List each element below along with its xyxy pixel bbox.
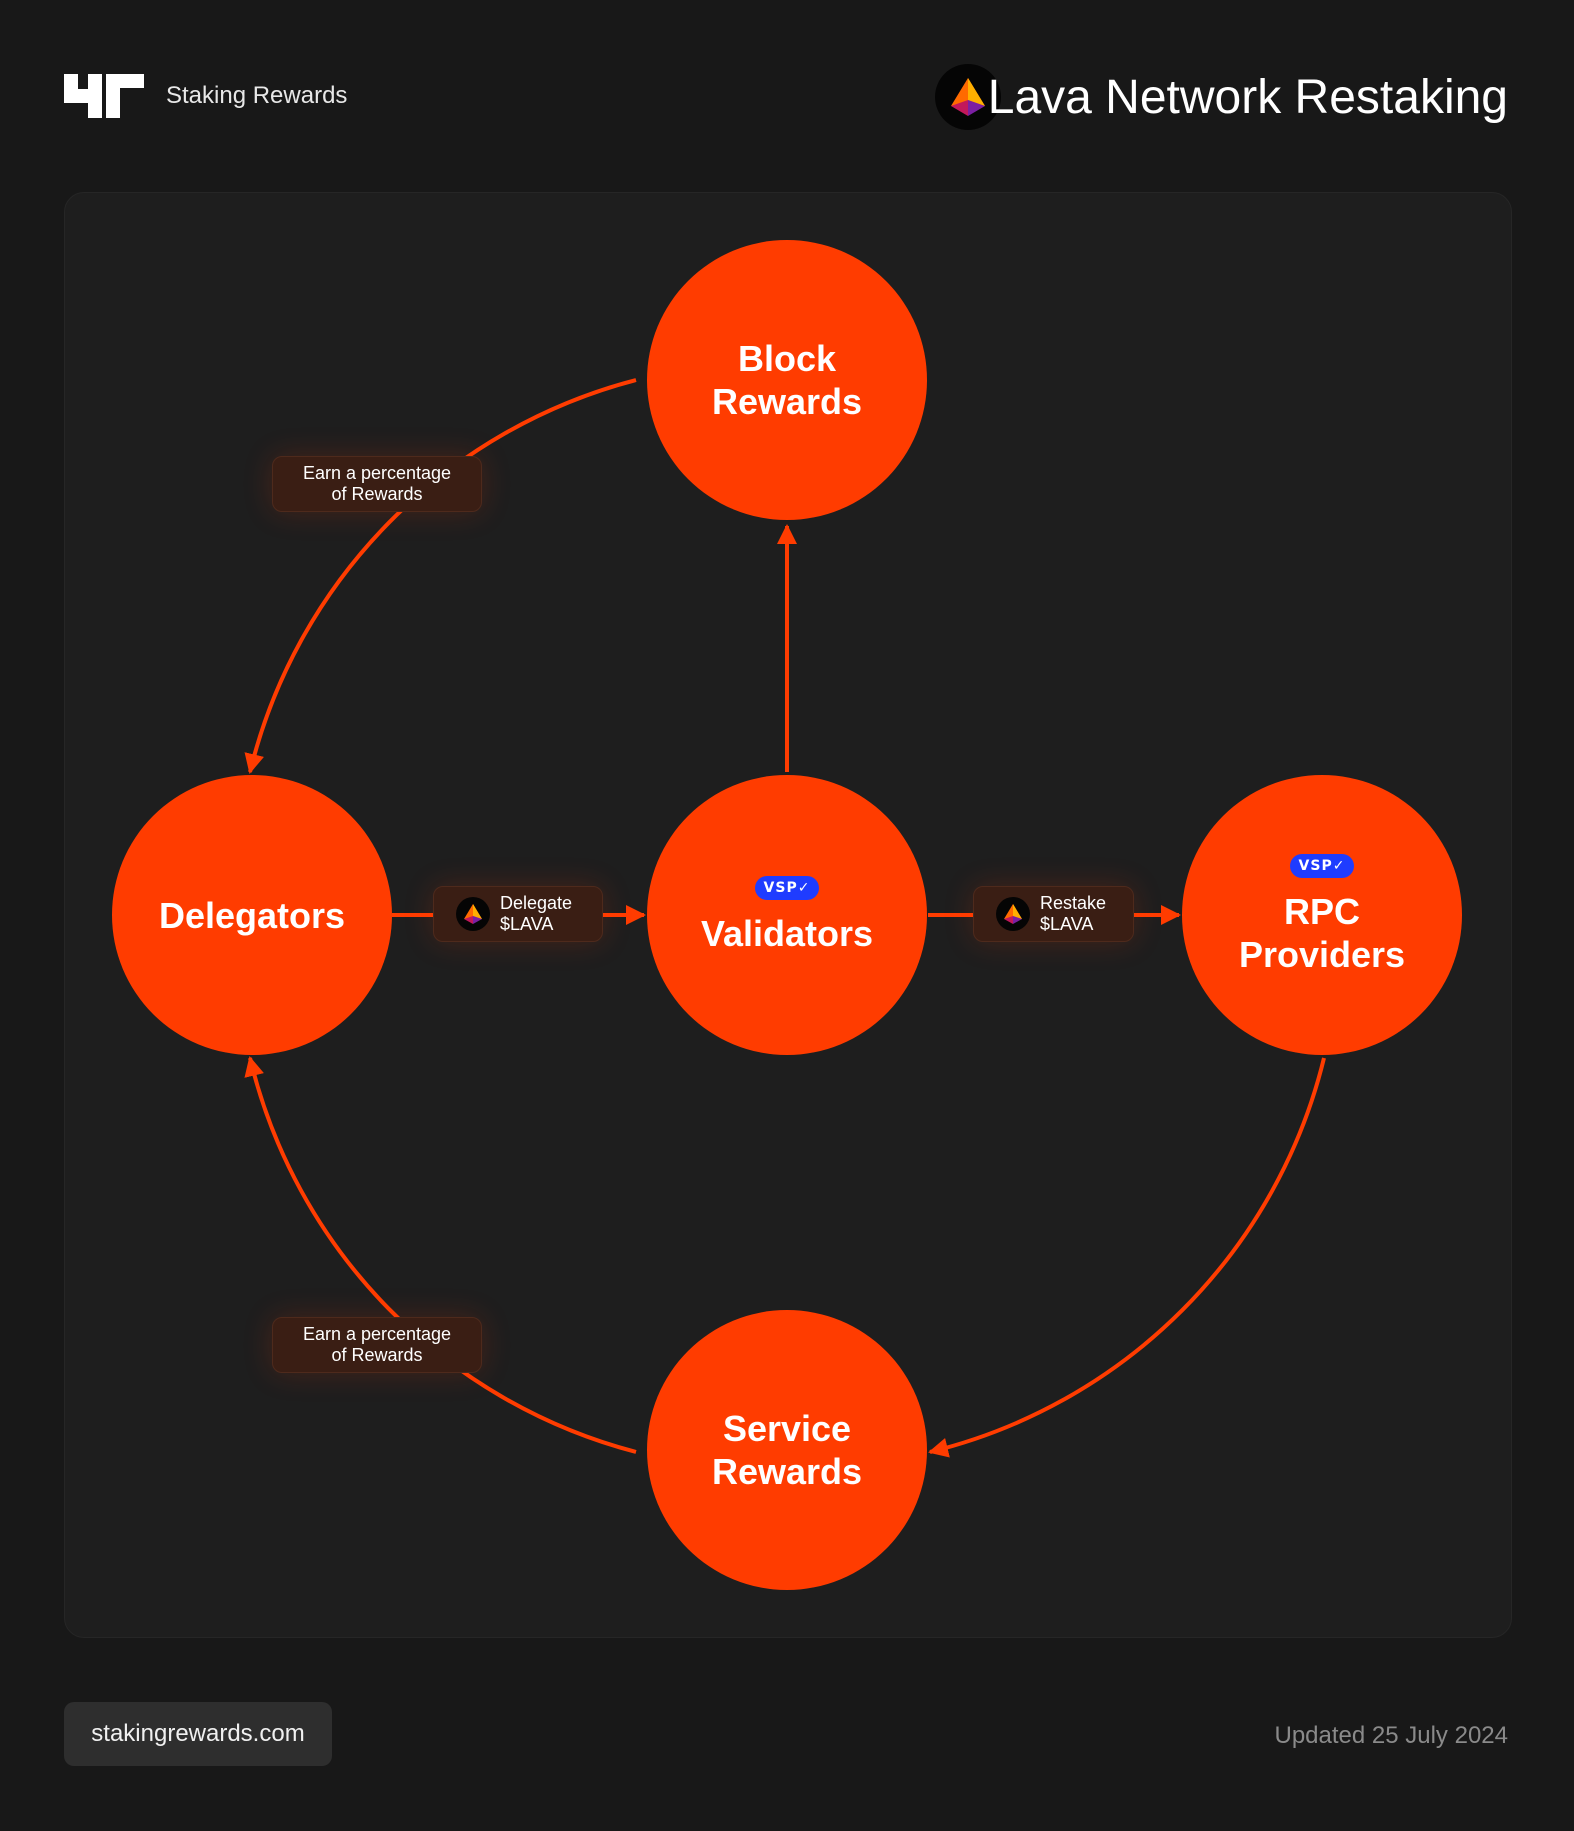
brand-name: Staking Rewards [166,82,348,109]
arrow-block-to-delegators [244,378,637,774]
node-label: Block Rewards [711,338,863,422]
edge-label-delegate: Delegate $LAVA [433,886,603,942]
node-label: Service Rewards [711,1408,863,1492]
edge-label-restake: Restake $LAVA [973,886,1134,942]
node-rpc-providers: VSP✓ RPC Providers [1182,775,1462,1055]
node-block-rewards: Block Rewards [647,240,927,520]
page-title: Lava Network Restaking [987,71,1508,124]
edge-label-text: Earn a percentage of Rewards [302,1324,452,1365]
edge-label-service-to-delegators: Earn a percentage of Rewards [272,1317,482,1373]
lava-token-icon [456,897,490,931]
node-label: Validators [700,912,874,954]
edge-label-text: Earn a percentage of Rewards [302,463,452,504]
arrow-service-to-delegators [244,1056,637,1454]
edge-label-text: Restake $LAVA [1040,893,1107,934]
node-label: Delegators [158,894,346,936]
updated-date: Updated 25 July 2024 [1274,1722,1508,1749]
node-validators: VSP✓ Validators [647,775,927,1055]
lava-token-icon [996,897,1030,931]
lava-network-logo [935,64,1001,130]
edge-label-block-to-delegators: Earn a percentage of Rewards [272,456,482,512]
node-service-rewards: Service Rewards [647,1310,927,1590]
website-link[interactable]: stakingrewards.com [64,1702,332,1766]
vsp-verified-badge: VSP✓ [1289,854,1355,878]
vsp-verified-badge: VSP✓ [754,875,820,900]
edge-label-text: Delegate $LAVA [500,893,573,934]
staking-rewards-logo [64,74,144,118]
node-label: RPC Providers [1238,891,1406,975]
arrow-rpc-to-service [928,1057,1326,1458]
node-delegators: Delegators [112,775,392,1055]
